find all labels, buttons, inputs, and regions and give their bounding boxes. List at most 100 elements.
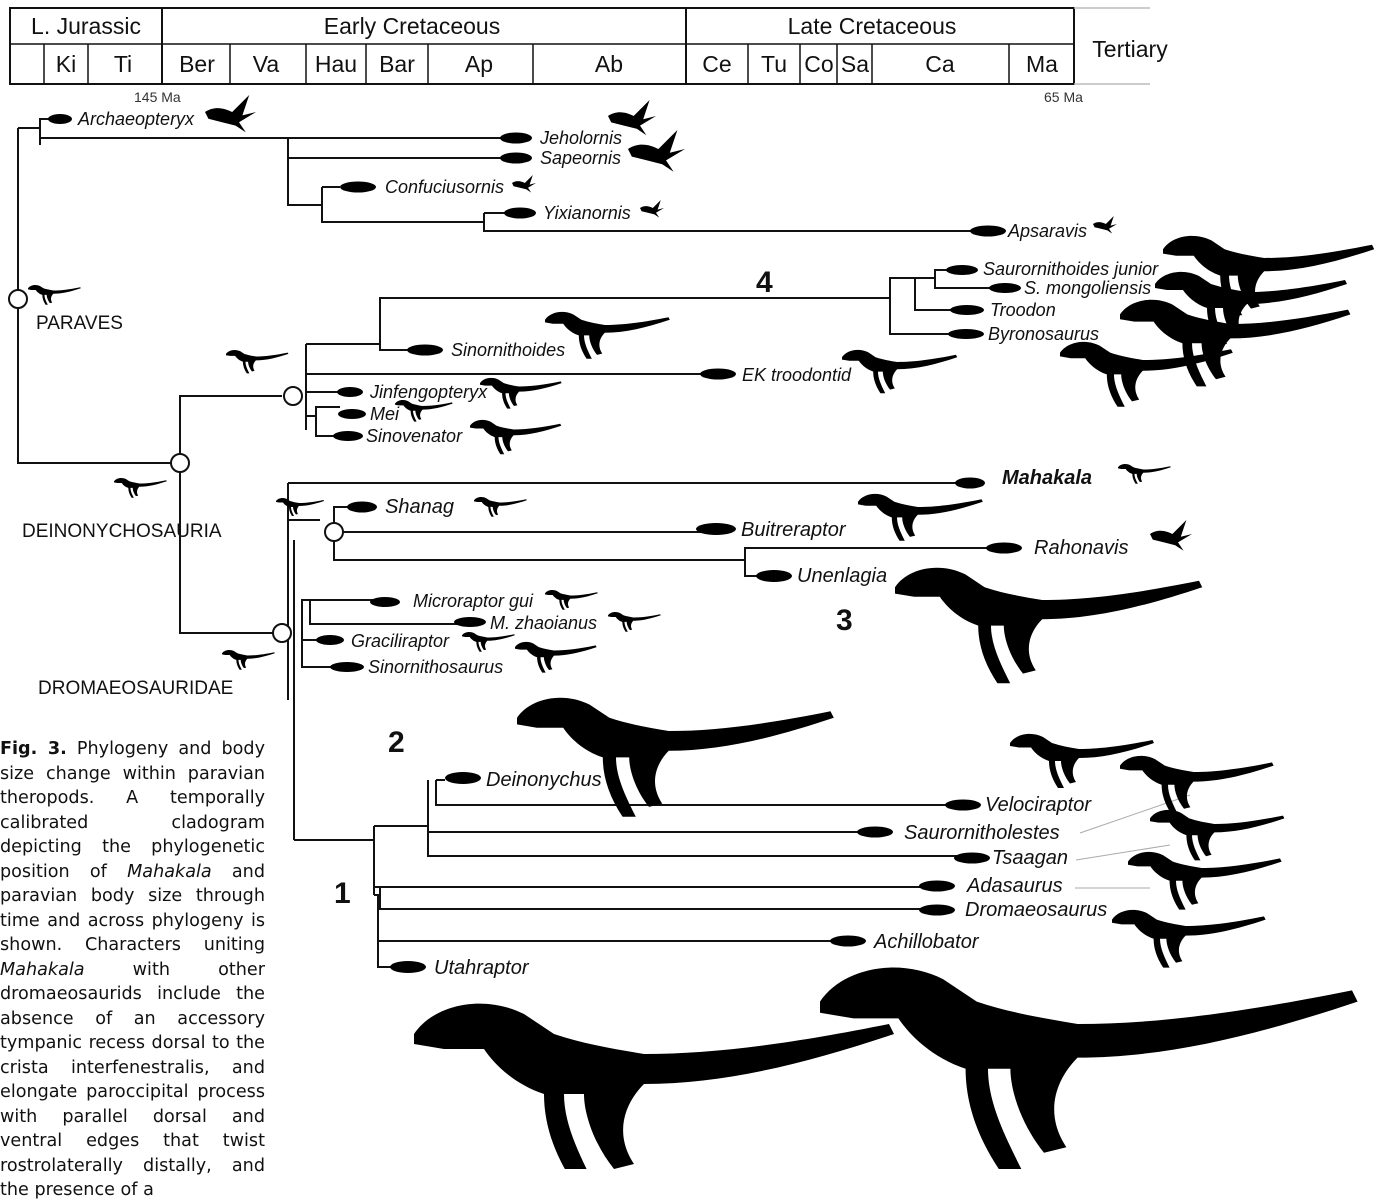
silhouette-microraptor-gui — [545, 590, 598, 610]
time-mark-65: 65 Ma — [1044, 89, 1083, 105]
taxon-sinornithoides: Sinornithoides — [451, 340, 565, 360]
taxon-mei: Mei — [370, 404, 400, 424]
clade-number-3: 3 — [836, 604, 853, 637]
taxon-m-zhaoianus: M. zhaoianus — [490, 613, 597, 633]
caption-text-1: Phylogeny and body size change within pa… — [0, 739, 265, 882]
stage-ce: Ce — [702, 51, 731, 77]
taxon-velociraptor: Velociraptor — [985, 794, 1092, 816]
stage-ber: Ber — [179, 51, 215, 77]
silhouette-tsaagan — [1150, 810, 1284, 861]
silhouette-utahraptor — [414, 1004, 894, 1169]
silhouette-unenlagia — [895, 568, 1202, 683]
taxon-utahraptor: Utahraptor — [434, 957, 530, 979]
silhouette-paraves — [28, 285, 81, 305]
silhouette-mei — [395, 400, 453, 422]
taxon-deinonychus: Deinonychus — [486, 769, 602, 791]
taxon-sinovenator: Sinovenator — [366, 426, 463, 446]
silhouette-rahonavis — [1150, 520, 1192, 551]
silhouette-adasaurus — [1128, 852, 1282, 910]
silhouette-apsaravis — [1093, 216, 1117, 234]
taxon-byronosaurus: Byronosaurus — [988, 324, 1099, 344]
silhouette-confuciusornis — [512, 175, 536, 193]
taxon-dromaeosaurus: Dromaeosaurus — [965, 899, 1107, 921]
node-troodontidae — [284, 387, 302, 405]
clade-dromaeosauridae: DROMAEOSAURIDAE — [38, 678, 233, 699]
taxon-jinfengopteryx: Jinfengopteryx — [369, 382, 488, 402]
taxon-mahakala: Mahakala — [1002, 467, 1092, 489]
silhouette-sinovenator — [470, 420, 561, 454]
clade-number-2: 2 — [388, 726, 405, 759]
caption-text-3: with other dromaeosaurids include the ab… — [0, 960, 265, 1201]
stage-ki: Ki — [56, 51, 76, 77]
caption-italic-1: Mahakala — [127, 862, 212, 882]
stage-ma: Ma — [1026, 51, 1058, 77]
stage-bar: Bar — [379, 51, 415, 77]
taxon-graciliraptor: Graciliraptor — [351, 631, 450, 651]
stage-ca: Ca — [925, 51, 955, 77]
silhouette-sinornithosaurus — [515, 642, 597, 673]
stage-hau: Hau — [315, 51, 357, 77]
silhouette-saurornitholestes — [1120, 756, 1274, 814]
taxon-archaeopteryx: Archaeopteryx — [77, 109, 195, 129]
time-scale: L. Jurassic Early Cretaceous Late Cretac… — [10, 8, 1168, 105]
stage-ap: Ap — [465, 51, 493, 77]
silhouette-buitreraptor — [858, 494, 983, 541]
clade-number-1: 1 — [334, 877, 351, 910]
stage-tu: Tu — [761, 51, 787, 77]
period-early-cretaceous: Early Cretaceous — [324, 13, 500, 39]
silhouette-sapeornis — [628, 130, 685, 172]
node-deinonychosauria — [171, 454, 189, 472]
period-late-cretaceous: Late Cretaceous — [788, 13, 957, 39]
node-paraves — [9, 290, 27, 308]
silhouette-deinonychus — [517, 698, 834, 817]
taxon-ek-troodontid: EK troodontid — [742, 365, 852, 385]
silhouette-shanag — [474, 497, 527, 517]
taxon-adasaurus: Adasaurus — [966, 875, 1063, 897]
silhouette-graciliraptor — [462, 632, 515, 652]
taxon-yixianornis: Yixianornis — [543, 203, 631, 223]
taxon-sapeornis: Sapeornis — [540, 148, 621, 168]
taxon-rahonavis: Rahonavis — [1034, 537, 1129, 559]
silhouette-m-zhaoianus — [608, 612, 661, 632]
silhouette-yixianornis — [640, 200, 664, 218]
silhouette-troodontidae — [226, 350, 288, 373]
caption-label: Fig. 3. — [0, 739, 67, 759]
taxon-shanag: Shanag — [385, 496, 454, 518]
silhouette-deinonychosauria — [114, 478, 167, 498]
taxon-confuciusornis: Confuciusornis — [385, 177, 504, 197]
taxon-microraptor-gui: Microraptor gui — [413, 591, 534, 611]
stage-ab: Ab — [595, 51, 623, 77]
silhouette-dromaeo-node — [276, 498, 324, 516]
node-dromaeosauridae — [273, 624, 291, 642]
taxon-saurornithoides-junior: Saurornithoides junior — [983, 259, 1159, 279]
silhouette-dromaeosaurus — [1112, 910, 1266, 968]
taxon-troodon: Troodon — [990, 300, 1056, 320]
clade-number-4: 4 — [756, 266, 773, 299]
period-tertiary: Tertiary — [1092, 36, 1168, 62]
stage-ti: Ti — [114, 51, 132, 77]
period-late-jurassic: L. Jurassic — [31, 13, 141, 39]
taxon-apsaravis: Apsaravis — [1007, 221, 1087, 241]
clade-paraves: PARAVES — [36, 313, 123, 334]
taxon-saurornitholestes: Saurornitholestes — [904, 822, 1060, 844]
taxon-s-mongoliensis: S. mongoliensis — [1024, 278, 1151, 298]
figure-caption: Fig. 3. Phylogeny and body size change w… — [0, 737, 265, 1203]
clade-deinonychosauria: DEINONYCHOSAURIA — [22, 521, 222, 542]
caption-italic-2: Mahakala — [0, 960, 85, 980]
time-mark-145: 145 Ma — [134, 89, 181, 105]
taxon-jeholornis: Jeholornis — [539, 128, 622, 148]
stage-sa: Sa — [841, 51, 869, 77]
silhouette-ek-troodontid — [842, 350, 957, 393]
silhouette-achillobator — [820, 968, 1358, 1169]
taxon-achillobator: Achillobator — [873, 931, 980, 953]
taxon-tsaagan: Tsaagan — [992, 847, 1068, 869]
silhouette-mahakala — [1118, 464, 1171, 484]
stage-co: Co — [804, 51, 833, 77]
taxon-buitreraptor: Buitreraptor — [741, 519, 847, 541]
node-unenlagiinae — [325, 523, 343, 541]
taxon-sinornithosaurus: Sinornithosaurus — [368, 657, 503, 677]
node-circles — [9, 290, 343, 642]
stage-va: Va — [253, 51, 280, 77]
taxon-unenlagia: Unenlagia — [797, 565, 887, 587]
silhouette-archaeopteryx — [205, 95, 256, 132]
